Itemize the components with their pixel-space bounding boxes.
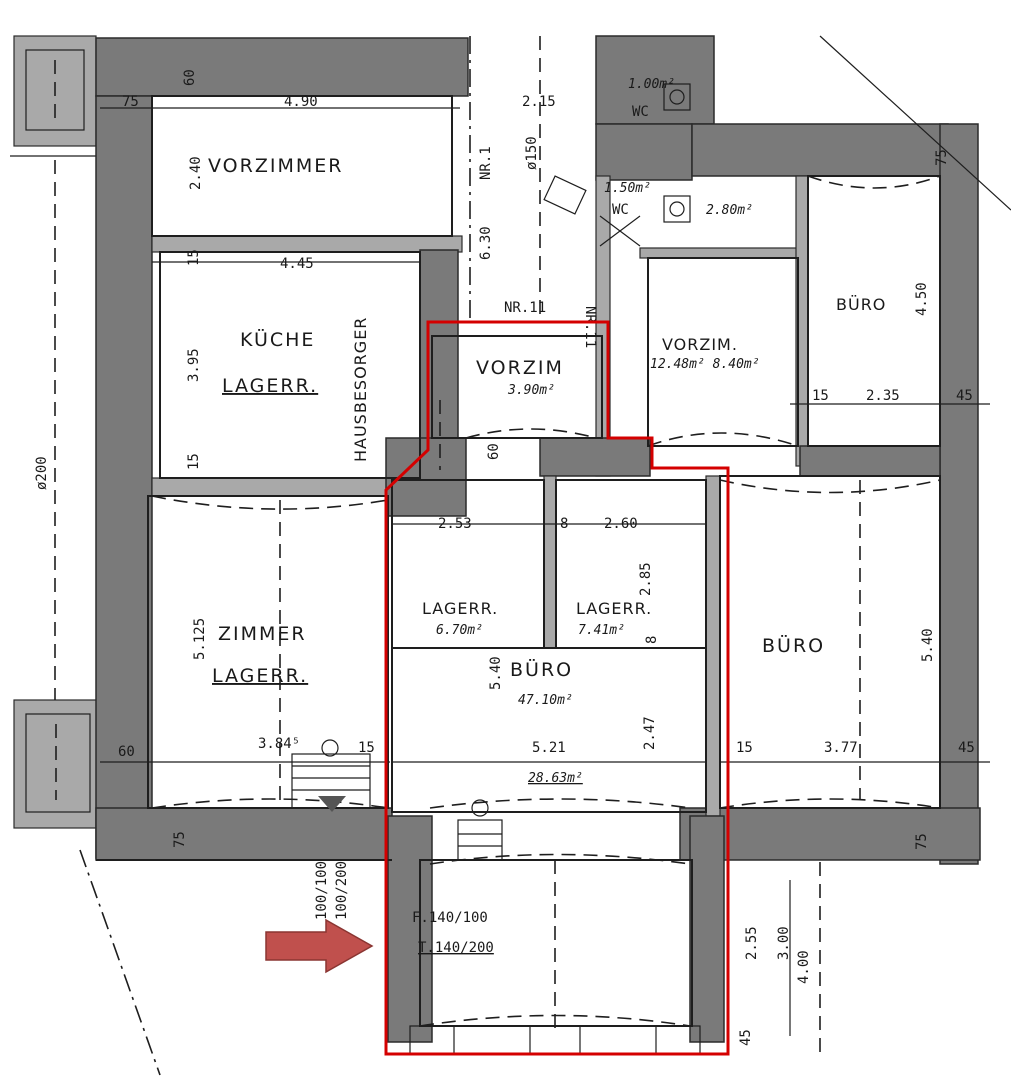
dim-b-300: 3.00 [776,926,792,960]
label-lagerr-zimmer: LAGERR. [212,665,308,687]
label-vorzimmer: VORZIMMER [208,155,343,177]
dim-r-15: 15 [812,388,829,404]
dim-v-630: 6.30 [478,226,494,260]
dim-h-60: 60 [118,744,135,760]
area-wc-mid: 1.50m² [604,181,651,196]
dim-v-395: 3.95 [186,348,202,382]
label-lagerr-b: LAGERR. [576,599,652,618]
label-vorzim-center: VORZIM [476,357,564,379]
dim-r-45: 45 [956,388,973,404]
dim-b-45: 45 [738,1029,754,1046]
dim-h-260: 2.60 [604,516,638,532]
area-vorzim-right: 12.48m² 8.40m² [650,357,760,372]
label-nr2-vertical: NR.11 [582,306,598,348]
label-nr1: NR.1 [478,146,494,180]
label-lagerr-a: LAGERR. [422,599,498,618]
dim-diameter-200: ø200 [34,456,50,490]
label-buero-top: BÜRO [836,295,886,314]
dim-r-15b: 15 [736,740,753,756]
label-door: T.140/200 [418,940,494,956]
dim-r-540: 5.40 [920,628,936,662]
dim-b-75a: 75 [172,831,188,848]
label-kueche: KÜCHE [240,328,315,351]
label-buero-center: BÜRO [510,658,573,681]
dim-h-8: 8 [560,516,568,532]
dim-r-235: 2.35 [866,388,900,404]
dim-w-445: 4.45 [280,256,314,272]
label-wc-mid: WC [612,202,629,218]
label-hausbesorger: HAUSBESORGER [351,317,370,462]
dim-top-60: 60 [182,69,198,86]
dim-b-75b: 75 [914,833,930,850]
dim-v-5125: 5.125 [192,618,208,660]
dim-v-247: 2.47 [642,716,658,750]
highlighted-unit-outline [384,320,730,1056]
axis-lines [79,35,1011,1076]
dim-v-285: 2.85 [638,562,654,596]
dim-h-3845: 3.84⁵ [258,736,300,752]
dim-b-400: 4.00 [796,950,812,984]
dim-h-521: 5.21 [532,740,566,756]
dim-b-200: 100/200 [334,861,350,920]
label-nr2: NR.11 [504,300,546,316]
area-wc-top: 1.00m² [628,77,675,92]
dim-v-60: 60 [486,443,502,460]
shaft-box-top [10,35,120,157]
interior-walls [151,175,941,1043]
dim-top-490: 4.90 [284,94,318,110]
label-wc-top: WC [632,104,649,120]
label-buero-right: BÜRO [762,634,825,657]
dim-r-377: 3.77 [824,740,858,756]
stairs [291,739,503,861]
dim-v-240: 2.40 [188,156,204,190]
label-lagerr-kueche: LAGERR. [222,375,318,397]
dim-h-253: 2.53 [438,516,472,532]
area-vorzim-center: 3.90m² [507,383,555,398]
label-window: F.140/100 [412,910,488,926]
dimension-lines [100,107,990,1036]
dim-r-75: 75 [934,149,950,166]
dim-r-45b: 45 [958,740,975,756]
room-outlines [96,95,941,1027]
dim-b-100: 100/100 [314,861,330,920]
dim-v-15b: 15 [186,453,202,470]
pointer-arrow [265,918,374,974]
dim-top-215: 2.15 [522,94,556,110]
label-vorzim-right: VORZIM. [662,335,738,354]
area-small-room: 2.80m² [706,203,753,218]
bottom-window [409,1025,701,1055]
dim-v-8: 8 [644,636,660,644]
dim-v-15a: 15 [186,249,202,266]
dim-top-75: 75 [122,94,139,110]
door-swings [151,175,941,1027]
dim-diameter-150: ø150 [524,136,540,170]
area-lagerr-b: 7.41m² [578,623,625,638]
label-zimmer: ZIMMER [218,623,307,645]
wc-fixtures [543,83,691,247]
dim-b-255: 2.55 [744,926,760,960]
area-buero-center: 47.10m² [518,693,573,708]
area-lagerr-a: 6.70m² [436,623,483,638]
shaft-box-bottom [13,699,103,829]
dim-r-450: 4.50 [914,282,930,316]
area-buero-lower: 28.63m² [528,771,583,786]
dim-v-540a: 5.40 [488,656,504,690]
dim-h-15: 15 [358,740,375,756]
